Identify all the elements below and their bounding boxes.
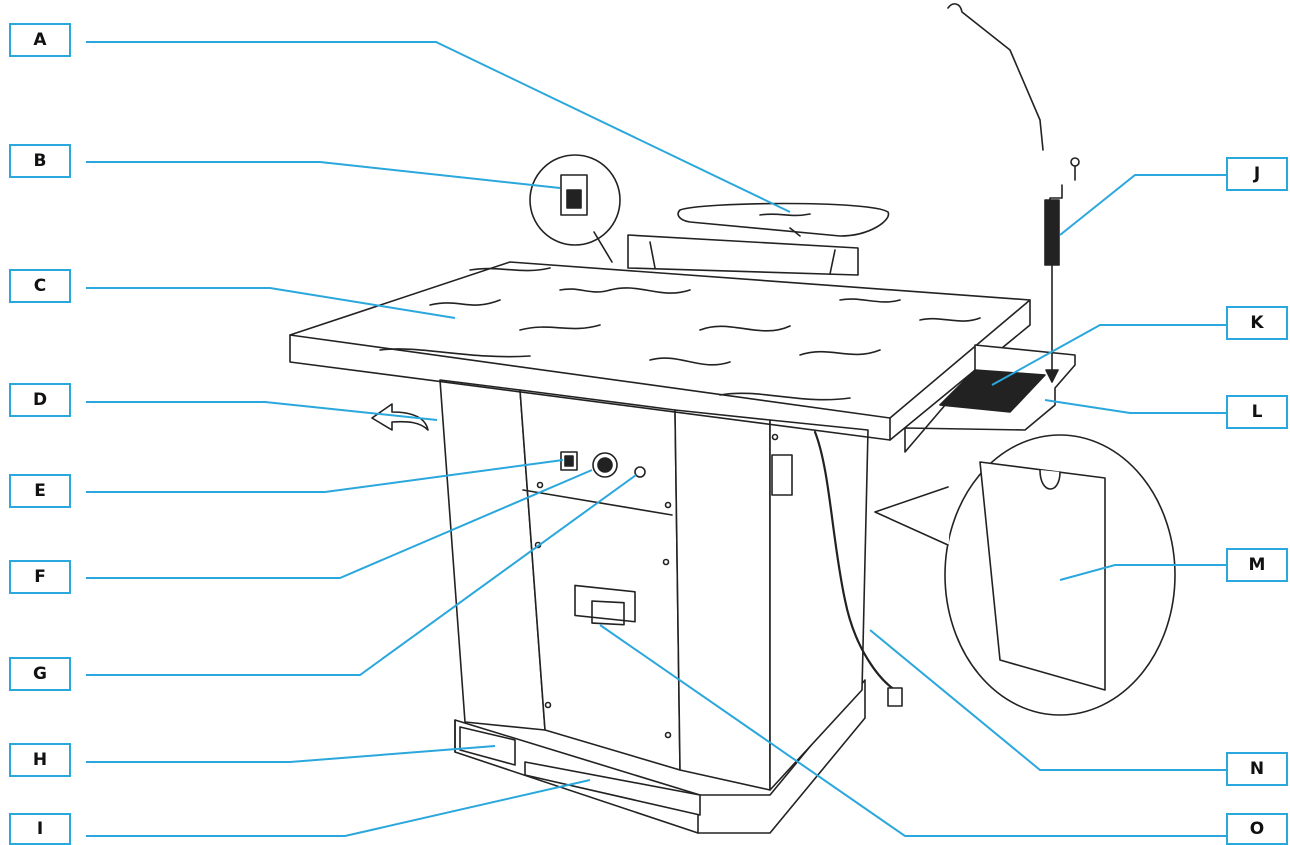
callout-line-d: [86, 401, 438, 421]
cabinet-body: [439, 379, 869, 791]
panel-detail-circle: [874, 434, 1176, 716]
callout-line-k: [991, 324, 1226, 386]
label-e: E: [9, 474, 71, 508]
callout-line-o: [599, 624, 1226, 837]
callout-line-g: [86, 474, 637, 676]
label-m: M: [1226, 548, 1288, 582]
label-f: F: [9, 560, 71, 594]
callout-line-j: [1059, 174, 1226, 236]
side-tray: [904, 344, 1076, 453]
label-k: K: [1226, 306, 1288, 340]
indicator-light: [634, 466, 646, 478]
label-o: O: [1226, 813, 1288, 845]
label-g: G: [9, 657, 71, 691]
sleeve-support-frame: [627, 234, 859, 276]
label-i: I: [9, 813, 71, 845]
label-h: H: [9, 743, 71, 777]
label-n: N: [1226, 752, 1288, 786]
callout-line-c: [86, 287, 456, 319]
callout-line-n: [869, 629, 1226, 771]
callout-line-a: [86, 41, 791, 213]
label-b: B: [9, 144, 71, 178]
label-j: J: [1226, 157, 1288, 191]
callout-line-m: [1059, 564, 1226, 581]
power-cord: [813, 430, 903, 707]
sleeve-board: [677, 202, 890, 237]
callout-line-l: [1044, 399, 1226, 414]
spring-assembly: [947, 3, 1080, 383]
callout-line-b: [86, 161, 561, 189]
foot-pedal-bar: [524, 761, 701, 816]
callout-lines: [86, 41, 1226, 837]
callout-line-f: [86, 469, 593, 579]
temperature-knob: [592, 452, 618, 478]
label-l: L: [1226, 395, 1288, 429]
callout-line-h: [86, 745, 496, 763]
label-d: D: [9, 383, 71, 417]
table-top: [289, 261, 1031, 441]
callout-line-i: [86, 779, 591, 837]
label-a: A: [9, 23, 71, 57]
clip-detail-circle: [529, 154, 621, 263]
label-c: C: [9, 269, 71, 303]
callout-line-e: [86, 459, 564, 493]
